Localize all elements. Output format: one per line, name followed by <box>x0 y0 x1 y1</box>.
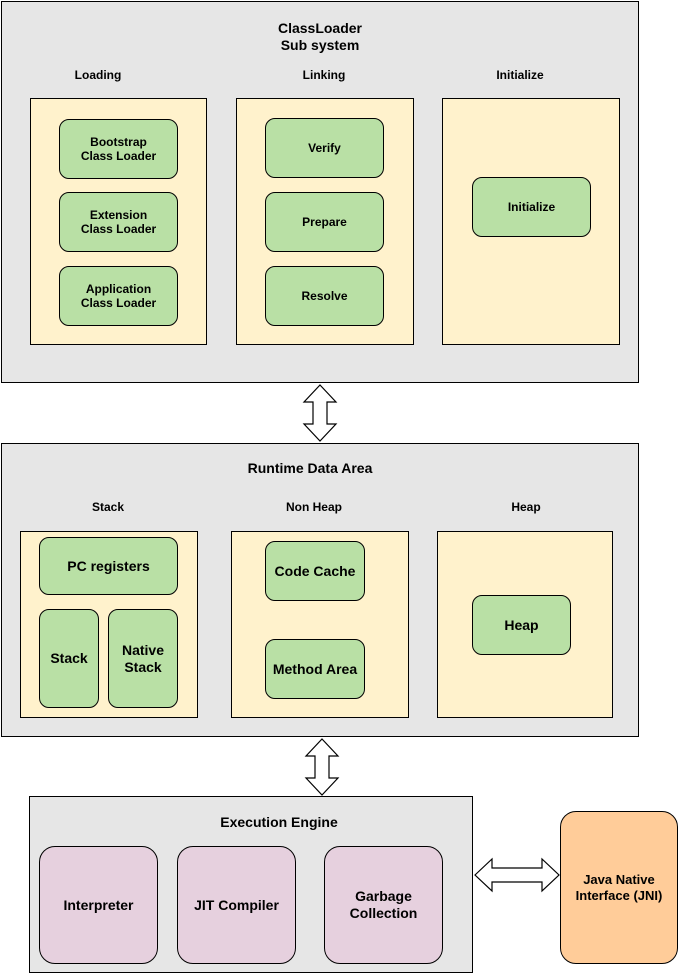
verify-box: Verify <box>265 118 384 178</box>
heap-box: Heap <box>472 595 571 655</box>
code-cache-box: Code Cache <box>265 541 365 601</box>
non-heap-label: Non Heap <box>285 500 342 514</box>
interpreter-label: Interpreter <box>63 896 134 913</box>
stack-label: Stack <box>91 500 125 514</box>
heap-section <box>437 531 613 718</box>
execution-title: Execution Engine <box>220 814 338 830</box>
pc-registers-label: PC registers <box>67 557 150 574</box>
initialize-label: Initialize <box>496 68 544 82</box>
stack-box-label: Stack <box>50 650 88 667</box>
heap-box-label: Heap <box>504 616 539 633</box>
pc-registers-box: PC registers <box>39 537 178 595</box>
prepare-box: Prepare <box>265 192 384 252</box>
method-area-box: Method Area <box>265 639 365 699</box>
interpreter-box: Interpreter <box>39 846 158 964</box>
heap-label: Heap <box>511 500 541 514</box>
jit-compiler-label: JIT Compiler <box>194 896 279 913</box>
garbage-collection-label: Garbage Collection <box>349 888 418 921</box>
bootstrap-class-loader: Bootstrap Class Loader <box>59 119 178 179</box>
linking-label: Linking <box>302 68 346 82</box>
code-cache-label: Code Cache <box>274 562 356 579</box>
extension-class-loader-label: Extension Class Loader <box>80 207 157 236</box>
bootstrap-class-loader-label: Bootstrap Class Loader <box>80 134 157 163</box>
jni-label: Java Native Interface (JNI) <box>575 871 663 903</box>
prepare-label: Prepare <box>302 214 347 229</box>
initialize-box: Initialize <box>472 177 591 237</box>
initialize-box-label: Initialize <box>507 199 556 214</box>
native-stack-box: Native Stack <box>108 609 178 708</box>
execution-jni-arrow <box>474 857 560 893</box>
runtime-execution-arrow <box>304 738 340 796</box>
classloader-title: ClassLoader Sub system <box>277 20 363 53</box>
garbage-collection-box: Garbage Collection <box>324 846 443 964</box>
loading-label: Loading <box>74 68 122 82</box>
application-class-loader: Application Class Loader <box>59 266 178 326</box>
resolve-box: Resolve <box>265 266 384 326</box>
resolve-label: Resolve <box>301 288 348 303</box>
runtime-title: Runtime Data Area <box>247 460 373 476</box>
stack-box: Stack <box>39 609 99 708</box>
method-area-label: Method Area <box>272 660 358 677</box>
application-class-loader-label: Application Class Loader <box>80 281 157 310</box>
jit-compiler-box: JIT Compiler <box>177 846 296 964</box>
extension-class-loader: Extension Class Loader <box>59 192 178 252</box>
verify-label: Verify <box>308 140 341 155</box>
classloader-runtime-arrow <box>302 384 338 442</box>
native-stack-label: Native Stack <box>121 641 165 675</box>
jni-box: Java Native Interface (JNI) <box>560 811 678 964</box>
